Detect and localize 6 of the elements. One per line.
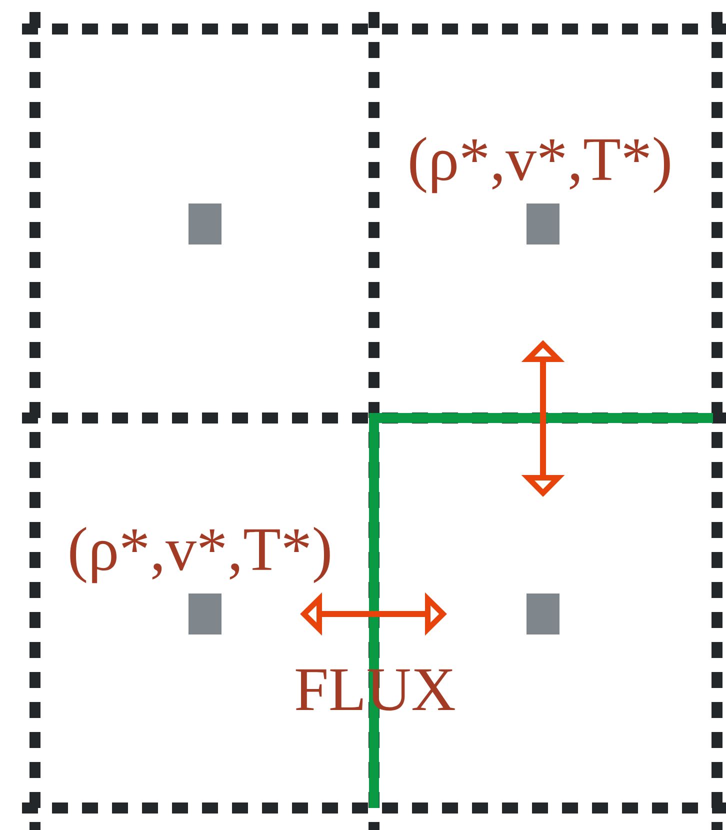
- cell-center-square: [188, 594, 222, 634]
- cell-center-square: [526, 204, 560, 244]
- state-label: (ρ*,v*,T*): [410, 136, 670, 194]
- state-label: (ρ*,v*,T*): [70, 526, 330, 584]
- cell-center-square: [526, 594, 560, 634]
- cell-center-square: [188, 204, 222, 244]
